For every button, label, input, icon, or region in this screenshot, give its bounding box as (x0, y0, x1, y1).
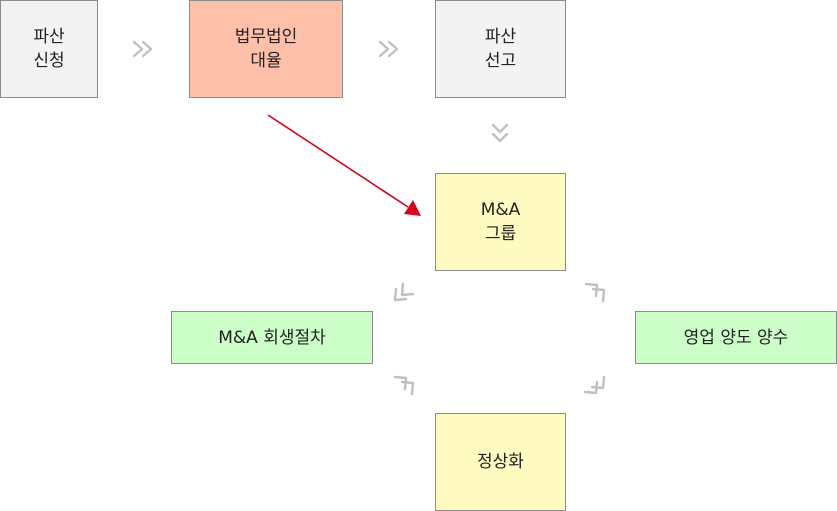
node-bankruptcy-declaration-line2: 선고 (484, 51, 517, 71)
node-bankruptcy-filing: 파산 신청 (0, 0, 98, 98)
red-arrow (267, 114, 421, 216)
node-normalization-label: 정상화 (477, 452, 524, 472)
node-business-transfer-label: 영업 양도 양수 (683, 327, 789, 348)
arrowhead-icon (404, 200, 421, 216)
node-mna-rehabilitation-label: M&A 회생절차 (218, 327, 326, 348)
node-mna-group: M&A 그룹 (435, 173, 566, 271)
node-normalization: 정상화 (435, 413, 566, 511)
node-bankruptcy-declaration-line1: 파산 (484, 27, 517, 47)
node-bankruptcy-declaration: 파산 선고 (435, 0, 566, 98)
node-law-firm: 법무법인 대율 (189, 0, 343, 98)
node-mna-group-line2: 그룹 (484, 224, 517, 244)
node-bankruptcy-filing-line1: 파산 (33, 27, 65, 47)
chevron-right-icon (132, 40, 153, 58)
chevron-down-icon (491, 123, 509, 143)
node-law-firm-line2: 대율 (250, 51, 282, 71)
node-mna-rehabilitation: M&A 회생절차 (171, 311, 373, 364)
node-mna-group-line1: M&A (480, 200, 521, 220)
chevron-right-icon (378, 40, 399, 58)
chevron-down-right-icon (584, 282, 606, 303)
node-bankruptcy-filing-line2: 신청 (33, 51, 65, 71)
node-business-transfer: 영업 양도 양수 (635, 311, 837, 364)
node-law-firm-line1: 법무법인 (234, 27, 298, 47)
chevron-down-left-icon (583, 375, 606, 395)
chevron-down-left-icon (393, 282, 415, 302)
chevron-down-right-icon (393, 375, 415, 396)
